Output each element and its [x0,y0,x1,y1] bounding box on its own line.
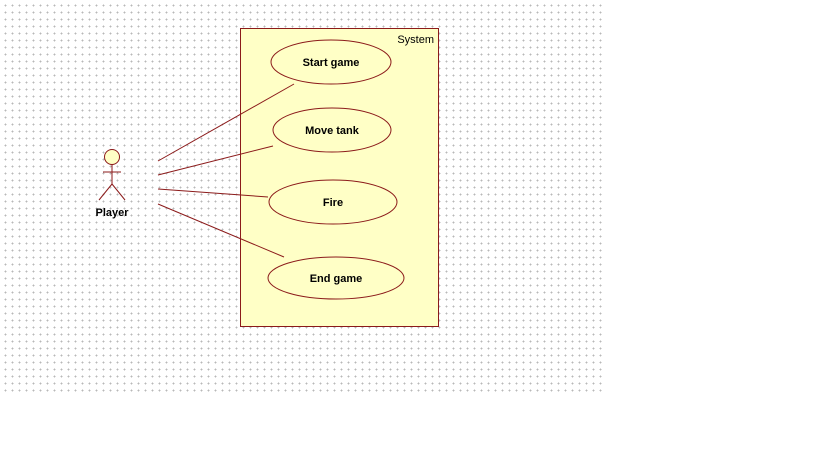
association-end-game[interactable] [157,203,285,258]
associations [157,83,295,258]
use-case-ellipse [270,39,392,85]
use-case-label: Start game [303,57,360,69]
actor-label: Player [95,207,129,219]
actor-head [104,149,120,165]
use-case-end-game[interactable]: End game [267,256,405,300]
use-case-start-game[interactable]: Start game [270,39,392,85]
actor-player[interactable]: Player [95,149,129,220]
use-case-label: End game [310,273,363,285]
association-fire[interactable] [157,188,269,198]
use-case-label: Move tank [305,125,360,137]
use-case-fire[interactable]: Fire [268,179,398,225]
use-case-label: Fire [323,197,343,209]
use-case-ellipse [267,256,405,300]
use-case-ellipse [268,179,398,225]
actor-left-leg [98,183,113,201]
use-case-ellipse [272,107,392,153]
system-label: System [397,34,434,46]
association-move-tank[interactable] [157,145,274,176]
actor-right-leg [111,183,126,201]
use-case-move-tank[interactable]: Move tank [272,107,392,153]
association-start-game[interactable] [157,83,295,162]
